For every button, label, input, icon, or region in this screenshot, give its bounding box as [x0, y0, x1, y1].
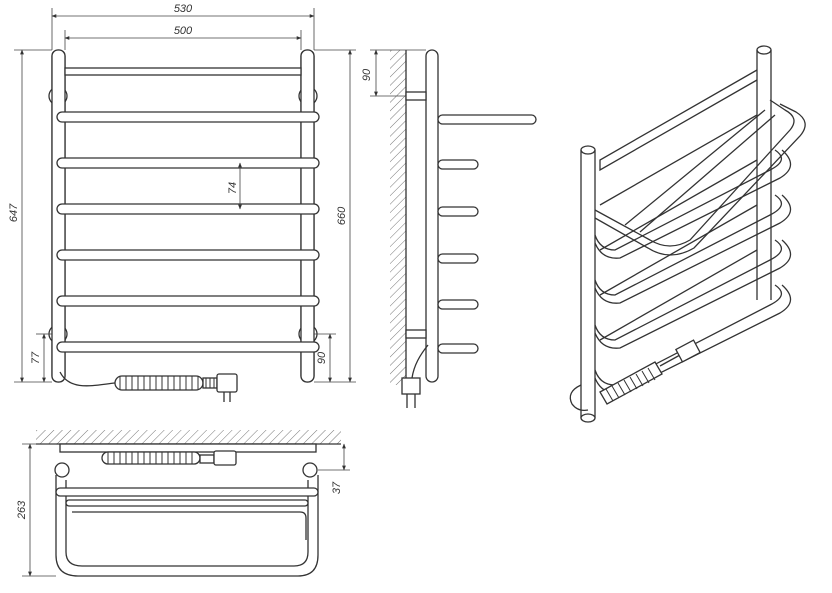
front-rail-5	[56, 295, 320, 307]
isometric-view	[569, 45, 806, 423]
top-shelf-inner	[65, 480, 309, 567]
side-rail-2	[437, 206, 479, 217]
side-rail-1	[437, 159, 479, 170]
top-view	[36, 430, 341, 577]
side-bracket-top	[405, 91, 427, 101]
side-bracket-bottom	[405, 329, 427, 339]
side-shelf-arm	[437, 114, 537, 125]
iso-back-post	[756, 45, 772, 300]
top-post-right	[302, 462, 318, 478]
iso-rail-1b	[594, 149, 792, 259]
iso-rail-4	[594, 284, 782, 386]
front-heater-cable	[59, 371, 116, 387]
dim-mount-height: 660	[336, 206, 348, 225]
side-rail-5	[437, 343, 479, 354]
dim-rail-pitch: 74	[227, 182, 239, 194]
side-rail-4	[437, 299, 479, 310]
iso-rail-2	[594, 194, 782, 296]
top-dimensions	[22, 443, 350, 577]
iso-front-post	[580, 145, 596, 423]
dim-bottom-offset: 77	[30, 351, 42, 364]
side-heater-plug	[401, 344, 429, 408]
iso-top-shelf-4	[624, 109, 766, 226]
top-rail-3	[72, 511, 307, 540]
front-power-plug	[202, 373, 238, 402]
iso-heater-coil	[599, 339, 701, 405]
dim-side-top-offset: 90	[361, 68, 373, 81]
front-rail-top	[64, 67, 302, 76]
dim-top-depth: 263	[16, 500, 28, 520]
dim-overall-width: 530	[174, 3, 193, 15]
side-dimensions	[370, 49, 426, 97]
iso-back-rails	[599, 69, 758, 341]
front-dimensions	[14, 8, 356, 383]
top-wall	[36, 430, 341, 444]
iso-rail-1	[594, 149, 782, 251]
iso-rail-3	[594, 239, 782, 341]
side-wall	[390, 50, 406, 385]
front-rail-2	[56, 157, 320, 169]
side-post	[425, 49, 439, 383]
top-post-left	[54, 462, 70, 478]
front-rail-4	[56, 249, 320, 261]
iso-rail-2b	[594, 194, 792, 304]
top-rail-1	[55, 487, 319, 497]
dim-top-wall-offset: 37	[331, 481, 343, 494]
front-rail-1	[56, 111, 320, 123]
dim-total-height: 647	[8, 203, 20, 222]
top-heater-coil	[101, 450, 237, 466]
iso-bottom-hook	[569, 384, 589, 412]
top-mount-plate	[59, 443, 317, 453]
front-heater-coil	[114, 375, 204, 391]
top-rail-2	[65, 499, 309, 507]
front-rail-3	[56, 203, 320, 215]
top-shelf-outer	[55, 475, 319, 577]
iso-rail-3b	[594, 239, 792, 349]
dim-inner-width: 500	[174, 25, 193, 37]
iso-top-shelf-3	[639, 114, 776, 233]
iso-top-shelf-2	[594, 103, 806, 256]
dim-bottom-mount-offset: 90	[316, 351, 328, 364]
front-rail-6	[56, 341, 320, 353]
front-view	[48, 49, 320, 402]
side-view	[390, 49, 537, 408]
side-rail-3	[437, 253, 479, 264]
